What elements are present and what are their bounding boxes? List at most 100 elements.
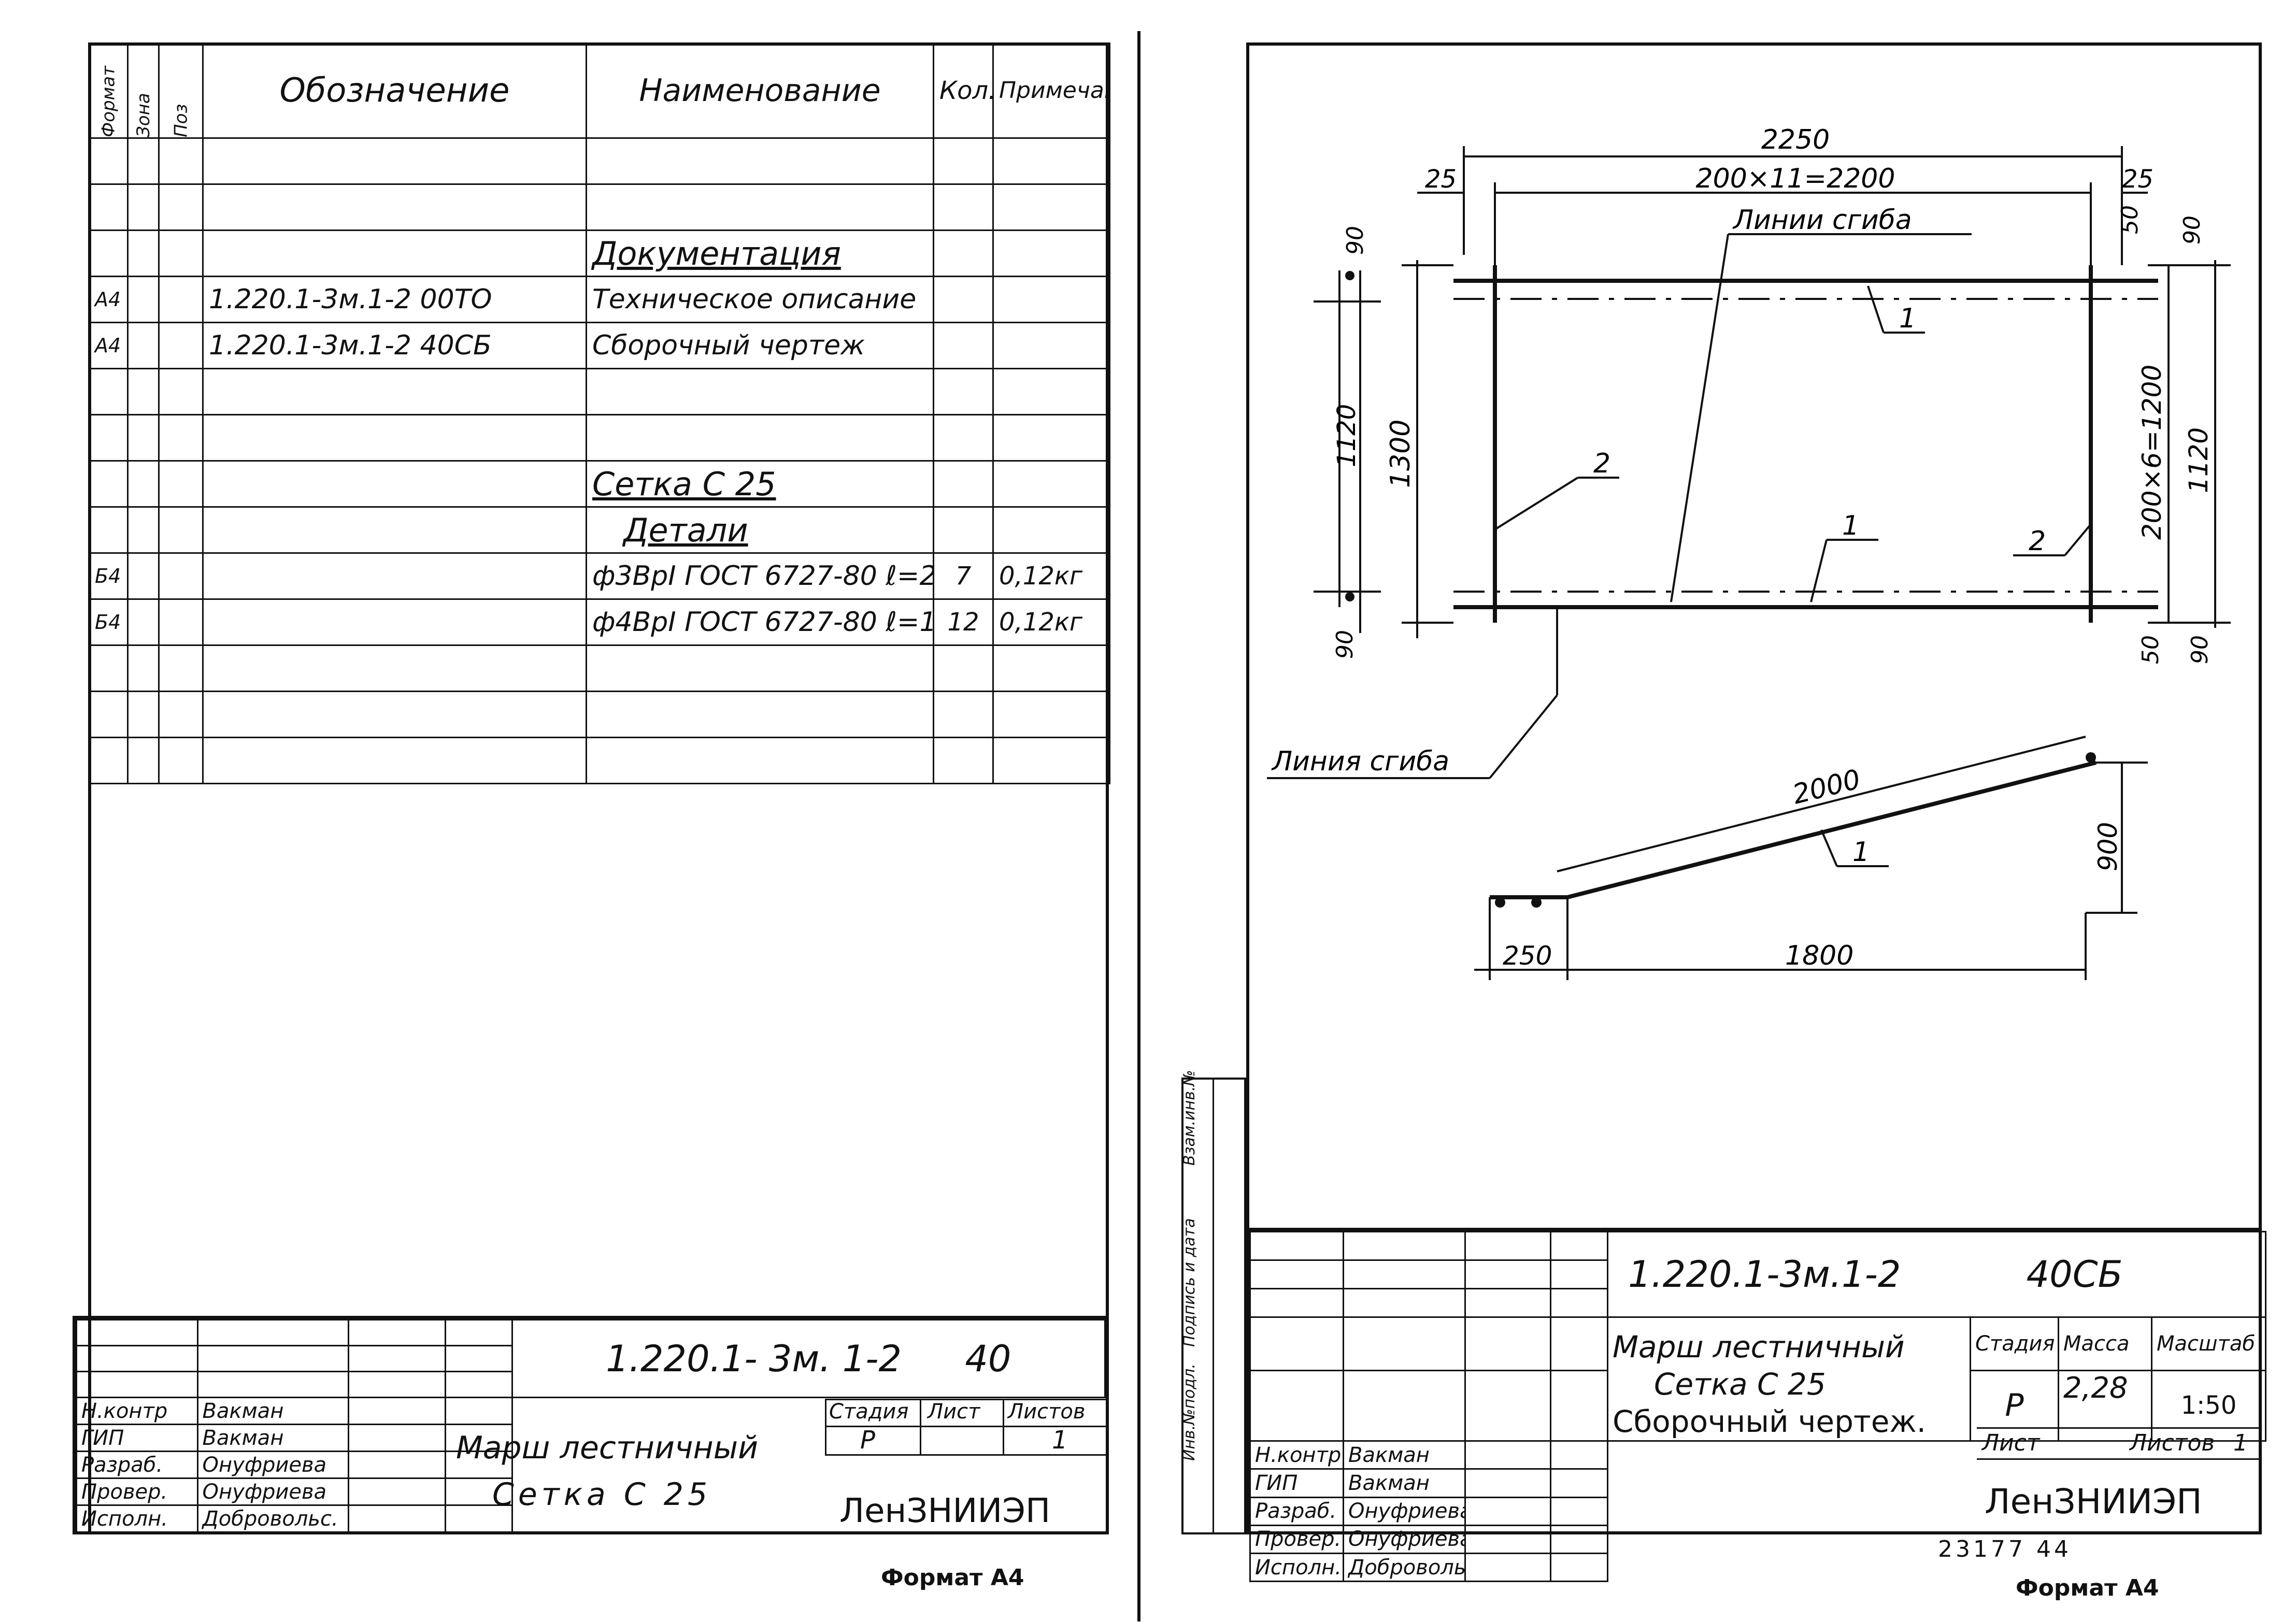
signature-cell	[348, 1424, 447, 1452]
side-view-slope	[1567, 760, 2097, 899]
name-cell: Вакман	[196, 1424, 350, 1452]
date-cell	[1550, 1440, 1608, 1470]
cell-note	[992, 644, 1110, 692]
left-sheet: Формат Зона Поз Обозначение Наименование…	[0, 0, 1130, 1622]
cell-designation	[202, 460, 587, 508]
date-cell	[445, 1397, 513, 1425]
fold-lines-label: Линии сгиба	[1732, 205, 1912, 236]
dim-50-top: 50	[2117, 205, 2143, 234]
cell-zone	[127, 691, 160, 738]
table-row	[88, 414, 1110, 462]
cell-name	[586, 137, 934, 185]
cell-qty	[933, 276, 994, 323]
cell-name: Сетка С 25	[586, 460, 934, 508]
cell-note	[992, 414, 1110, 462]
right-scale-value: 1:50	[2151, 1369, 2266, 1442]
cell-zone	[127, 506, 160, 554]
cell-name: Детали	[586, 506, 934, 554]
cell-pos	[158, 137, 204, 185]
cell-qty	[933, 644, 994, 692]
dim-2200: 200×11=2200	[1696, 163, 1895, 194]
role-cell: Провер.	[76, 1477, 198, 1506]
cell-note	[992, 506, 1110, 554]
left-sheets-label: Листов	[1008, 1400, 1086, 1424]
left-stage-divider2	[1003, 1399, 1004, 1456]
cell-zone	[127, 276, 160, 323]
side-label-replace: Взам.инв.№	[1180, 1070, 1199, 1166]
table-row	[88, 368, 1110, 415]
cell-format	[88, 183, 129, 231]
cell-pos	[158, 598, 204, 646]
cell-pos	[158, 460, 204, 508]
cell-designation	[202, 229, 587, 277]
cell-pos	[158, 506, 204, 554]
table-row	[88, 137, 1110, 185]
right-stage-value: Р	[1970, 1369, 2059, 1442]
cell-designation: 1.220.1-3м.1-2 00ТО	[202, 276, 587, 323]
right-sheets-label: Листов	[2130, 1430, 2215, 1456]
cell-designation	[202, 598, 587, 646]
role-cell: Разраб.	[76, 1451, 198, 1479]
cell-qty	[933, 691, 994, 738]
dim-1300: 1300	[1385, 420, 1416, 488]
cell-designation: 1.220.1-3м.1-2 40СБ	[202, 322, 587, 369]
cell-pos	[158, 229, 204, 277]
cell-qty	[933, 506, 994, 554]
right-stage-label: Стадия	[1970, 1316, 2059, 1371]
right-title-line2: Сетка С 25	[1654, 1367, 1826, 1402]
cell-format	[88, 691, 129, 738]
left-title-line1: Марш лестничный	[456, 1430, 759, 1466]
cell-note: 0,12кг	[992, 552, 1110, 600]
cell-note	[992, 183, 1110, 231]
callout-1-side: 1	[1852, 837, 1870, 868]
signature-cell	[1464, 1468, 1551, 1498]
cell-pos	[158, 276, 204, 323]
signature-row: Разраб.Онуфриева	[76, 1451, 1105, 1479]
cell-note	[992, 137, 1110, 185]
name-cell: Онуфриева	[196, 1477, 350, 1506]
signature-cell	[1464, 1524, 1551, 1555]
dim-250: 250	[1503, 941, 1552, 971]
cell-designation	[202, 691, 587, 738]
cell-designation	[202, 506, 587, 554]
cell-note	[992, 368, 1110, 415]
cell-zone	[127, 737, 160, 784]
right-sheet-label: Лист	[1982, 1430, 2040, 1456]
cell-format: Б4	[88, 598, 129, 646]
cell-designation	[202, 183, 587, 231]
date-cell	[1550, 1496, 1608, 1526]
left-stage-hline	[825, 1426, 1109, 1427]
role-cell: Исполн.	[1249, 1552, 1344, 1583]
signature-row: Провер.Онуфриева	[1249, 1524, 2266, 1555]
right-format-caption: Формат А4	[2016, 1575, 2159, 1601]
cell-qty	[933, 368, 994, 415]
right-title-line1: Марш лестничный	[1613, 1329, 1905, 1365]
cell-name	[586, 183, 934, 231]
signature-row: Исполн.Добровольс.	[1249, 1552, 2266, 1583]
right-org: ЛенЗНИИЭП	[1985, 1482, 2202, 1521]
right-doc-suffix: 40СБ	[2026, 1253, 2123, 1296]
right-mass-value: 2,28	[2058, 1369, 2152, 1442]
cell-name	[586, 368, 934, 415]
signature-row: Исполн.Добровольс.	[76, 1504, 1105, 1533]
cell-format	[88, 368, 129, 415]
table-row	[88, 183, 1110, 231]
right-scale-label: Масштаб	[2151, 1316, 2266, 1371]
mesh-drawing: 2250 200×11=2200 25 25 Линии сгиба 50 90…	[1267, 124, 2231, 980]
callout-1-mid: 1	[1842, 510, 1859, 541]
name-cell: Добровольс.	[196, 1504, 350, 1533]
dim-90-bottom-right: 90	[2187, 635, 2213, 664]
name-cell: Вакман	[1343, 1468, 1466, 1498]
table-row	[88, 644, 1110, 692]
table-row: Документация	[88, 229, 1110, 277]
callout-1-top: 1	[1899, 303, 1916, 334]
table-row	[88, 737, 1110, 784]
cell-zone	[127, 644, 160, 692]
cell-note	[992, 276, 1110, 323]
signature-cell	[348, 1397, 447, 1425]
cell-format	[88, 229, 129, 277]
cell-zone	[127, 229, 160, 277]
